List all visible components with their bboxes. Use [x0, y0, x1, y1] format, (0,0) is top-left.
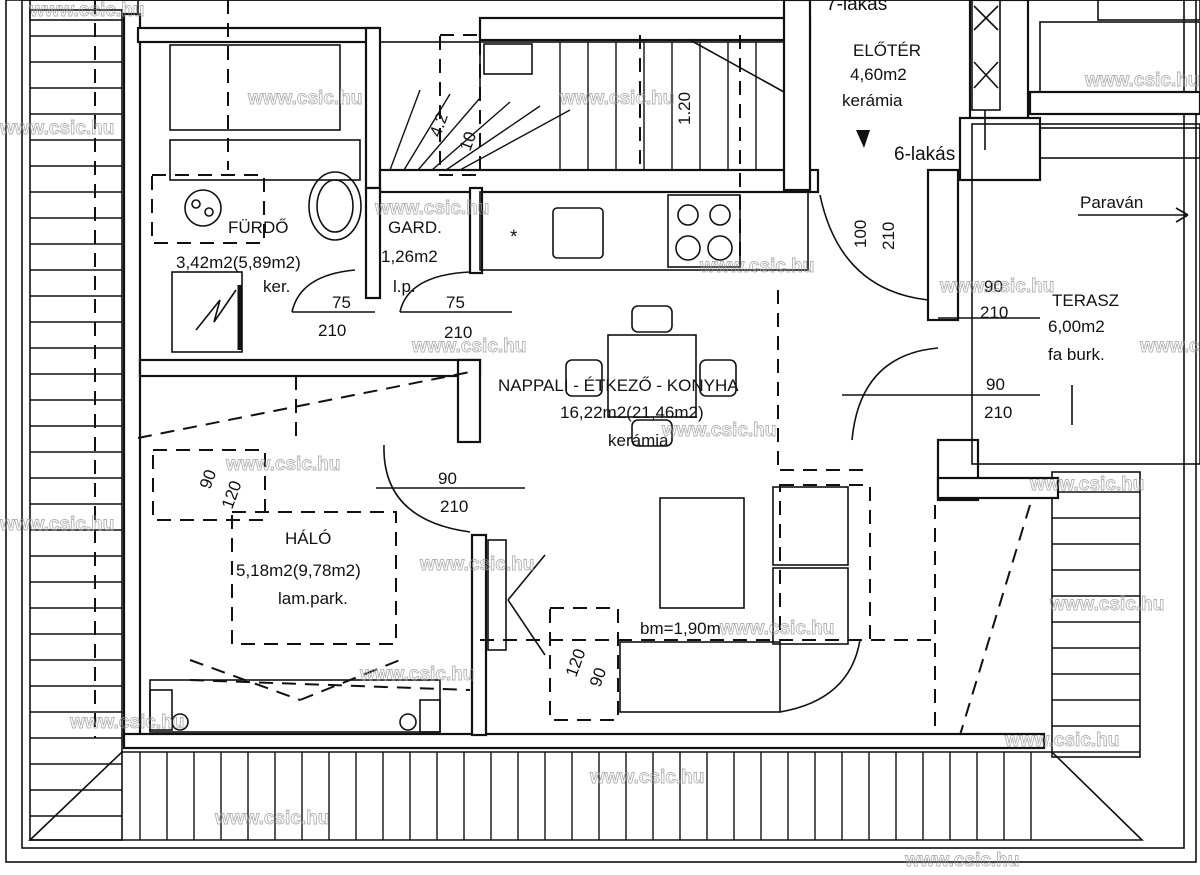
watermark-16: www.csic.hu [1049, 594, 1164, 615]
watermark-21: www.csic.hu [589, 767, 704, 788]
watermark-14: www.csic.hu [0, 514, 114, 535]
door-halo-h: 210 [440, 497, 468, 516]
labels: 7-lakás ELŐTÉR 4,60m2 kerámia 6-lakás FÜ… [176, 0, 1143, 689]
bath-fixtures [169, 44, 362, 353]
watermark-12: www.csic.hu [225, 454, 340, 475]
watermark-5: www.csic.hu [0, 118, 114, 139]
door-furdo-h: 210 [318, 321, 346, 340]
watermark-11: www.csic.hu [661, 420, 776, 441]
walls [122, 0, 1200, 750]
furdo-name: FÜRDŐ [228, 218, 288, 237]
terasz-finish: fa burk. [1048, 345, 1105, 364]
terasz-area: 6,00m2 [1048, 317, 1105, 336]
window1-w: 90 [196, 467, 220, 491]
svg-text:*: * [510, 227, 518, 248]
furdo-area: 3,42m2(5,89m2) [176, 253, 301, 272]
watermark-7: www.csic.hu [699, 256, 814, 277]
bm-label: bm=1,90m [640, 619, 721, 638]
watermark-9: www.csic.hu [411, 336, 526, 357]
watermark-18: www.csic.hu [359, 664, 474, 685]
watermark-19: www.csic.hu [69, 712, 184, 733]
vents [856, 0, 1001, 150]
watermark-23: www.csic.hu [904, 850, 1019, 871]
door-gard-h: 210 [444, 323, 472, 342]
furniture [149, 305, 861, 733]
watermark-13: www.csic.hu [1029, 474, 1144, 495]
halo-area: 5,18m2(9,78m2) [236, 561, 361, 580]
door-furdo-w: 75 [332, 293, 351, 312]
halo-finish: lam.park. [278, 589, 348, 608]
watermark-15: www.csic.hu [419, 554, 534, 575]
stair-step [431, 101, 511, 171]
furdo-finish: ker. [263, 277, 290, 296]
stair-label-c: 1.20 [675, 92, 694, 125]
door-swings [291, 194, 1073, 533]
nappali-name: NAPPALI - ÉTKEZŐ - KONYHA [498, 376, 739, 395]
door-halo-w: 90 [438, 469, 457, 488]
stair-step [459, 109, 571, 171]
watermark-1: www.csic.hu [29, 0, 144, 21]
door-terasz1-w: 90 [984, 277, 1003, 296]
nappali-finish: kerámia [608, 431, 669, 450]
door-terasz2-w: 90 [986, 375, 1005, 394]
terasz-name: TERASZ [1052, 291, 1119, 310]
watermark-22: www.csic.hu [214, 808, 329, 829]
nappali-area: 16,22m2(21,46m2) [560, 403, 704, 422]
roof-envelope [5, 0, 1197, 863]
window2-h: 90 [586, 665, 610, 689]
door-terasz1-h: 210 [980, 303, 1008, 322]
watermark-6: www.csic.hu [374, 198, 489, 219]
apartment-6-label: 6-lakás [894, 144, 955, 165]
watermark-4: www.csic.hu [1084, 70, 1199, 91]
watermark-3: www.csic.hu [559, 88, 674, 109]
door-entry-w: 100 [851, 220, 870, 248]
watermark-10: www.csic.hu [1139, 336, 1200, 357]
eloter-area: 4,60m2 [850, 65, 907, 84]
gard-area: 1,26m2 [381, 247, 438, 266]
paravan-arrow [1078, 207, 1189, 223]
halo-name: HÁLÓ [285, 529, 331, 548]
door-gard-w: 75 [446, 293, 465, 312]
gard-name: GARD. [388, 218, 442, 237]
eloter-finish: kerámia [842, 91, 903, 110]
staircase [379, 39, 785, 171]
eloter-name: ELŐTÉR [853, 41, 921, 60]
watermark-17: www.csic.hu [719, 618, 834, 639]
watermark-2: www.csic.hu [247, 88, 362, 109]
stair-step [445, 105, 541, 171]
window1-h: 120 [218, 478, 246, 511]
watermark-20: www.csic.hu [1004, 730, 1119, 751]
watermark-8: www.csic.hu [939, 276, 1054, 297]
door-entry-h: 210 [879, 222, 898, 250]
window2-w: 120 [562, 646, 590, 679]
paravan-label: Paraván [1080, 193, 1143, 212]
stair-step [417, 97, 481, 171]
apartment-7-label: 7-lakás [826, 0, 887, 15]
kitchen-fixtures: * [479, 191, 809, 271]
door-terasz2-h: 210 [984, 403, 1012, 422]
gard-finish: l.p. [393, 277, 416, 296]
stair-step [389, 89, 421, 171]
stair-step [403, 93, 451, 171]
